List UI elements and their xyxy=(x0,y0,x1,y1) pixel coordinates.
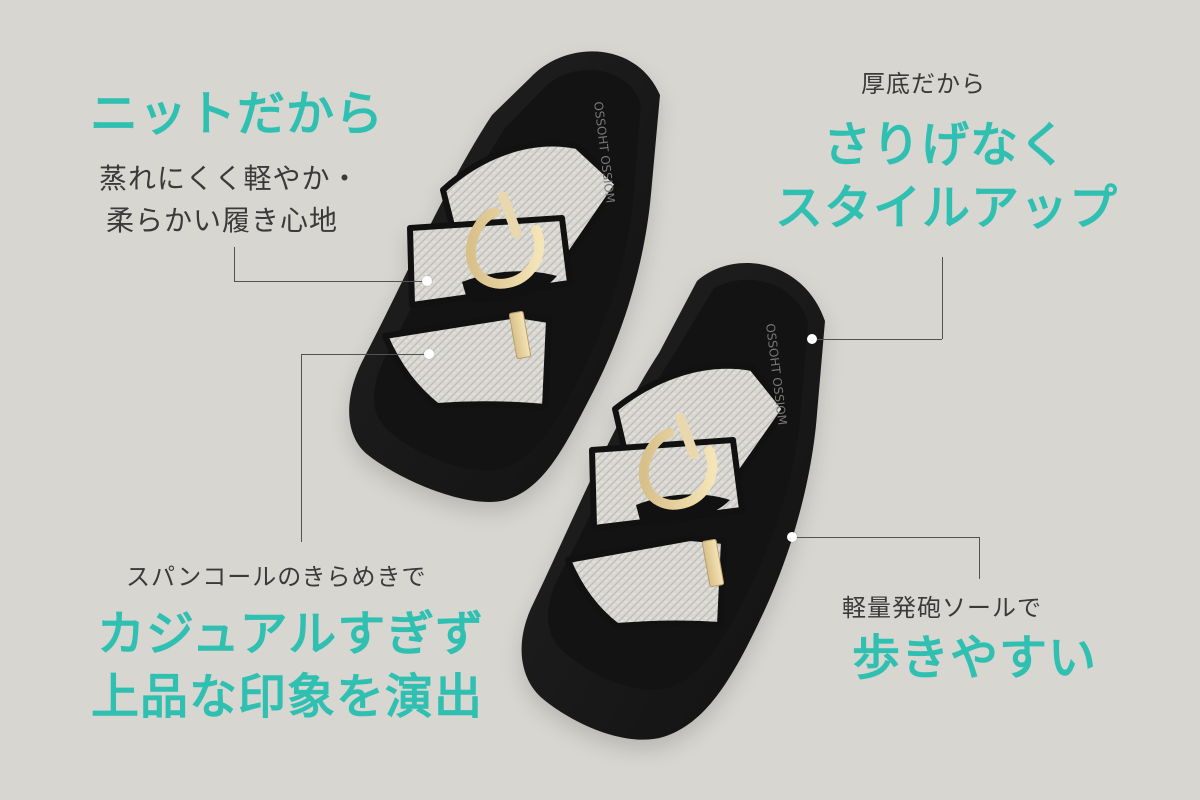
sole-callout-dot xyxy=(787,532,797,542)
platform-subheading: 厚底だから xyxy=(861,70,986,98)
platform-heading-line-2: スタイルアップ xyxy=(775,180,1119,236)
sequin-heading-line-2: 上品な印象を演出 xyxy=(91,669,484,725)
upper-sandal-buckle-pin xyxy=(498,191,522,239)
knit-description-line-1: 蒸れにくく軽やか・ xyxy=(99,162,360,195)
knit-callout-dot xyxy=(422,276,432,286)
upper-sandal-toe-strap xyxy=(382,312,552,410)
platform-callout-horizontal-line xyxy=(812,339,942,340)
sequin-callout-horizontal-line xyxy=(301,354,429,355)
lower-sandal-buckle-pin xyxy=(675,412,699,460)
sequin-callout-vertical-line xyxy=(301,354,302,542)
upper-sandal: OSSOHT OSSIOM xyxy=(349,51,660,502)
sequin-subheading: スパンコールのきらめきで xyxy=(126,563,427,591)
platform-heading-line-1: さりげなく xyxy=(823,117,1069,173)
sequin-heading-line-1: カジュアルすぎず xyxy=(97,606,485,662)
lower-sandal-toe-strap xyxy=(565,535,727,629)
lower-sandal-buckle xyxy=(638,428,718,510)
lower-sandal: OSSOHT OSSIOM xyxy=(521,263,825,740)
sole-subheading: 軽量発砲ソールで xyxy=(842,594,1042,622)
knit-callout-vertical-line xyxy=(234,247,235,282)
knit-heading: ニットだから xyxy=(90,86,385,142)
sole-heading: 歩きやすい xyxy=(852,630,1098,686)
platform-callout-dot xyxy=(807,334,817,344)
sequin-callout-dot xyxy=(424,349,434,359)
upper-sandal-buckle xyxy=(465,207,545,289)
upper-sandal-metal-plate xyxy=(508,310,532,360)
knit-callout-horizontal-line xyxy=(234,281,427,282)
platform-callout-vertical-line xyxy=(942,257,943,339)
lower-sandal-metal-plate xyxy=(701,538,725,588)
knit-description-line-2: 柔らかい履き心地 xyxy=(106,204,339,237)
sole-callout-vertical-line xyxy=(979,537,980,579)
sole-callout-horizontal-line xyxy=(792,537,980,538)
